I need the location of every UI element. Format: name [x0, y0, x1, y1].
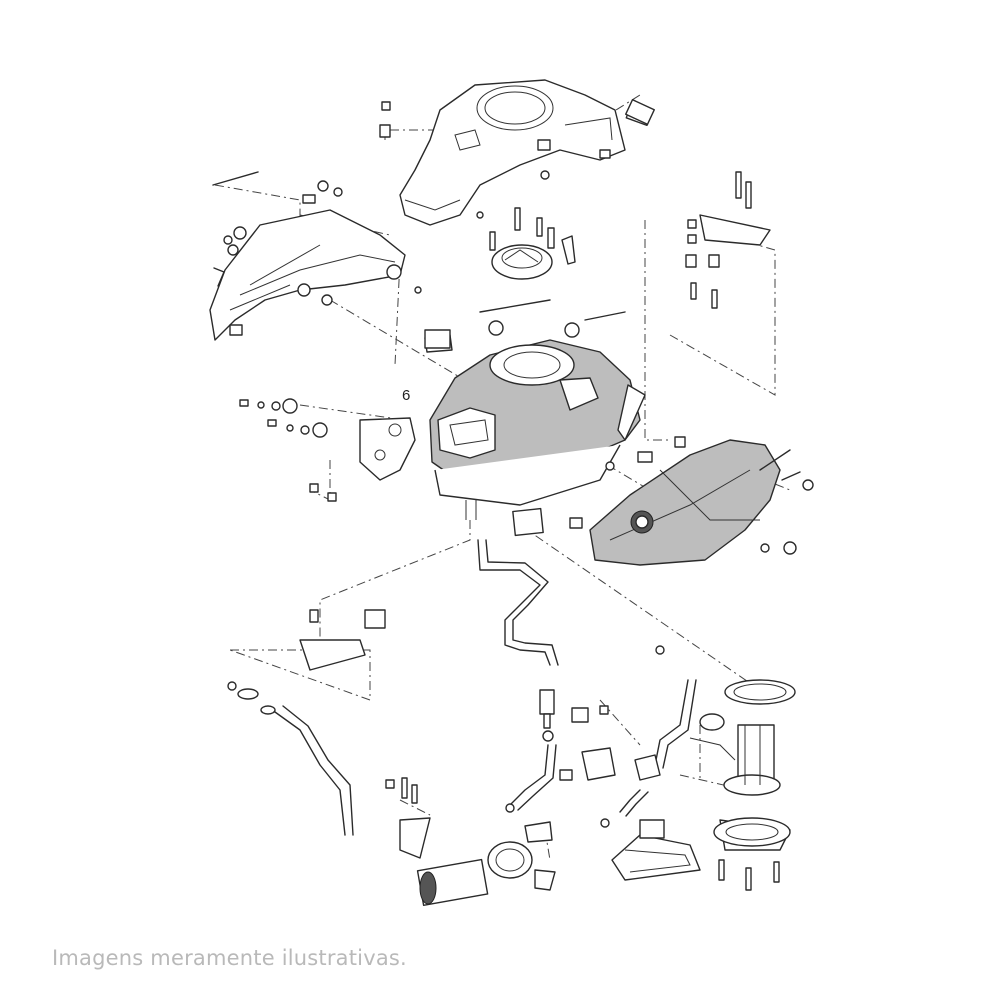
left-cover-fasteners: [223, 180, 422, 306]
fuel-cap: [489, 207, 576, 280]
right-mount-bracket: [685, 171, 771, 309]
fuel-tank: [424, 299, 646, 537]
hose-clamps: [227, 609, 665, 828]
callout-label-6: 6: [402, 387, 410, 404]
left-mount-bracket: [239, 398, 416, 502]
tank-top-cover: [399, 79, 626, 226]
fuel-pump-assembly: [611, 679, 796, 891]
tank-side-panel: [569, 436, 814, 566]
decal-labels: [424, 98, 655, 349]
fuel-hoses: [274, 539, 697, 836]
disclaimer-text: Imagens meramente ilustrativas.: [52, 946, 407, 970]
charcoal-canister: [385, 777, 556, 906]
left-side-cover: [209, 171, 406, 341]
